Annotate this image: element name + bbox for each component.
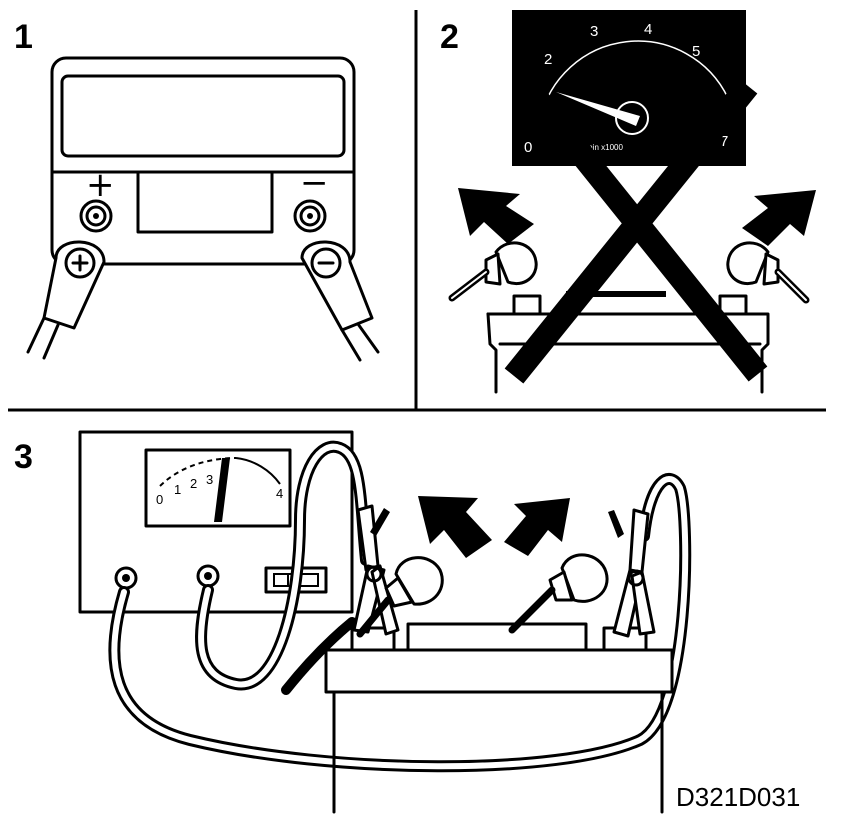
panel-1-battery: + −	[26, 56, 380, 362]
removed-clamp-left	[448, 241, 538, 302]
panel-number-2: 2	[440, 18, 459, 56]
alligator-clip-negative	[608, 508, 656, 638]
dial-scale-1: 1	[174, 482, 181, 497]
panel-3-battery	[324, 622, 674, 814]
tach-needle	[556, 92, 640, 126]
tach-scale-0: 0	[524, 139, 532, 156]
panel-3-charging: 0 1 2 3 4	[78, 430, 692, 814]
prohibition-cross	[504, 72, 768, 384]
negative-clamp	[300, 240, 380, 362]
arrow-up-left-panel3	[418, 496, 492, 558]
tach-scale-3: 3	[590, 23, 598, 40]
dial-scale-4: 4	[276, 486, 283, 501]
charger-dial: 0 1 2 3 4	[144, 448, 292, 528]
positive-clamp	[26, 240, 106, 360]
dial-scale-0: 0	[156, 492, 163, 507]
removed-clamp-right	[726, 241, 810, 304]
arrow-up-right	[742, 190, 816, 246]
minus-terminal-symbol: −	[300, 163, 329, 203]
figure-code: D321D031	[676, 782, 800, 812]
terminal-cap-right	[508, 553, 609, 634]
tach-scale-4: 4	[644, 21, 652, 38]
panel-2-warning: 0 2 3 4 5 7 min x1000	[448, 10, 816, 394]
dial-scale-2: 2	[190, 476, 197, 491]
tach-scale-7: 7	[720, 133, 728, 150]
extra-cable	[281, 617, 357, 695]
panel-number-3: 3	[14, 438, 33, 476]
terminal-cap-left	[356, 556, 444, 638]
dial-needle	[214, 458, 230, 522]
tach-scale-5: 5	[692, 43, 700, 60]
tach-scale-2: 2	[544, 51, 552, 68]
charger-unit	[78, 430, 354, 614]
tach-unit-label: min x1000	[586, 143, 623, 152]
panel-number-1: 1	[14, 18, 33, 56]
plus-terminal-symbol: +	[86, 165, 115, 205]
arrow-up-right-panel3	[504, 498, 570, 556]
dial-scale-3: 3	[206, 472, 213, 487]
arrow-up-left	[458, 188, 534, 244]
